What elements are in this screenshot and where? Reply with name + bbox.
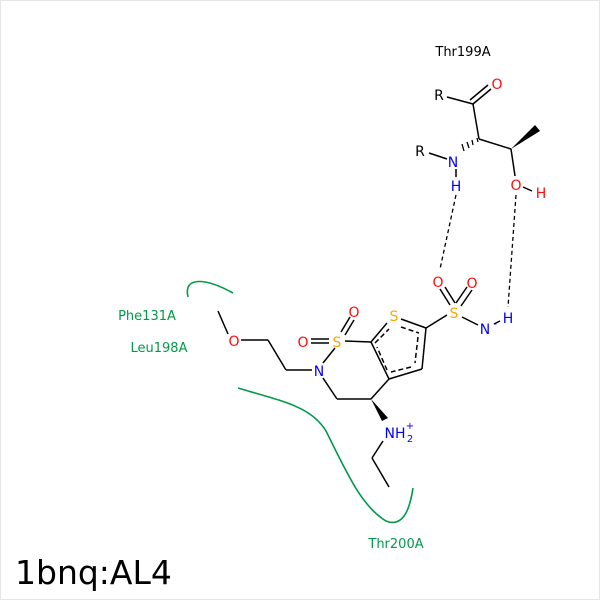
phe131-arc	[186, 280, 234, 298]
wedge-bond	[511, 125, 540, 149]
oxygen-atom: O	[466, 276, 477, 292]
oxygen-atom: O	[228, 334, 239, 350]
hydrogen-atom: H	[503, 311, 514, 327]
oxygen-atom: O	[491, 77, 502, 93]
wedge-bond	[371, 399, 388, 421]
hydrogen-atom: H	[451, 179, 462, 195]
diagram-title: 1bnq:AL4	[15, 553, 172, 592]
hydrogen-bonds	[439, 194, 517, 308]
residue-label-thr199: Thr199A	[434, 45, 490, 60]
nitrogen-atom: N	[448, 155, 458, 171]
oxygen-atom: O	[348, 305, 359, 321]
r-group-label: R	[415, 144, 425, 160]
sulfur-atom: S	[390, 309, 399, 325]
oxygen-atom: O	[432, 275, 443, 291]
sulfur-atom: S	[450, 306, 459, 322]
oxygen-atom: O	[510, 178, 521, 194]
residue-label-leu198: Leu198A	[131, 341, 188, 356]
residue-label-phe131: Phe131A	[118, 309, 176, 324]
sulfur-atom: S	[333, 335, 342, 351]
subscript-2: 2	[407, 434, 413, 445]
hydrogen-atom: H	[536, 186, 547, 202]
hashed-bond	[461, 137, 479, 152]
nitrogen-atom: N	[480, 322, 490, 338]
ammonium-group: NH	[385, 426, 406, 442]
r-group-label: R	[434, 88, 444, 104]
negative-charge: -	[493, 319, 497, 330]
nitrogen-atom: N	[314, 364, 324, 380]
bonds	[217, 84, 533, 488]
residue-label-thr200: Thr200A	[367, 537, 423, 552]
positive-charge: +	[406, 421, 414, 432]
atom-labels: R O R N H O H O O S N - H S O S O N O NH…	[228, 77, 546, 445]
oxygen-atom: O	[297, 335, 308, 351]
thr200-arc	[237, 387, 414, 524]
hydrophobic-contacts	[186, 280, 414, 524]
